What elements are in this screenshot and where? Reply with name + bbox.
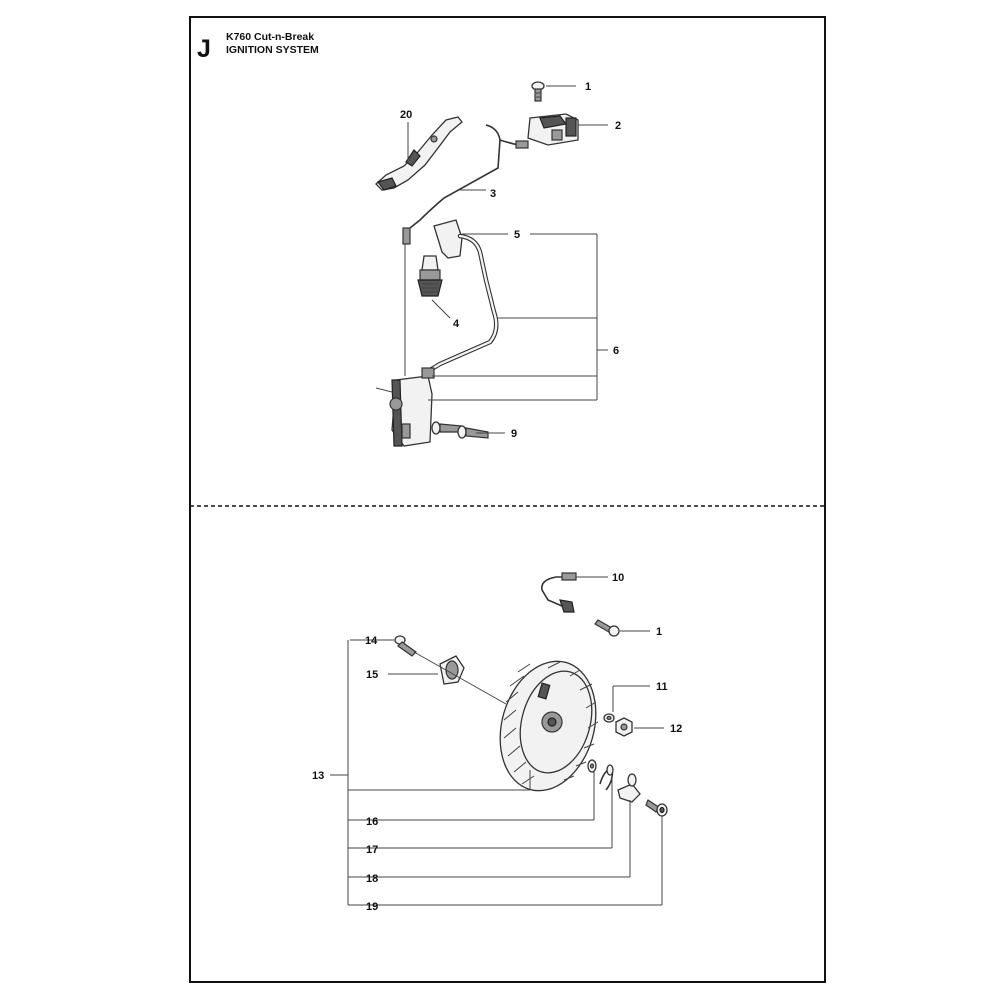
bracket-part-20 bbox=[375, 116, 463, 191]
callout-9: 9 bbox=[511, 428, 517, 440]
page-frame bbox=[189, 16, 826, 983]
spring-part-17 bbox=[599, 764, 614, 791]
washer-part-16 bbox=[587, 759, 597, 773]
callout-6: 6 bbox=[613, 345, 619, 357]
callout-10: 10 bbox=[612, 572, 624, 584]
screw-part-9 bbox=[431, 421, 489, 439]
ignition-module-part-6 bbox=[375, 367, 435, 447]
screw-part-1-top bbox=[531, 81, 545, 102]
callout-17: 17 bbox=[366, 844, 378, 856]
pawl-part-18 bbox=[617, 773, 641, 803]
callout-16: 16 bbox=[366, 816, 378, 828]
callout-1-top: 1 bbox=[585, 81, 591, 93]
leader-4 bbox=[431, 299, 451, 319]
callout-20: 20 bbox=[400, 109, 412, 121]
callout-4: 4 bbox=[453, 318, 460, 330]
shoulder-screw-part-19 bbox=[645, 799, 668, 817]
screw-part-1-lower bbox=[594, 619, 620, 637]
stop-switch-part-2 bbox=[527, 113, 579, 146]
callout-18: 18 bbox=[366, 873, 378, 885]
bushing-part-15 bbox=[439, 655, 465, 685]
section-title: IGNITION SYSTEM bbox=[226, 44, 319, 56]
callout-11: 11 bbox=[656, 681, 668, 693]
short-circuit-wire-part-3 bbox=[402, 124, 529, 245]
nut-part-12 bbox=[615, 717, 633, 737]
callout-14: 14 bbox=[365, 635, 378, 647]
callout-5: 5 bbox=[514, 229, 520, 241]
diagram-header: J K760 Cut-n-Break IGNITION SYSTEM bbox=[197, 31, 319, 63]
callout-1-lower: 1 bbox=[656, 626, 662, 638]
flywheel-part-13 bbox=[499, 660, 599, 792]
callout-3: 3 bbox=[490, 188, 496, 200]
spark-plug-cap-part-5 bbox=[427, 219, 499, 373]
callout-2: 2 bbox=[615, 120, 621, 132]
section-letter: J bbox=[197, 35, 211, 63]
axis-line-15 bbox=[413, 651, 507, 705]
model-name: K760 Cut-n-Break bbox=[226, 31, 314, 43]
callout-13: 13 bbox=[312, 770, 324, 782]
spark-plug-part-4 bbox=[417, 255, 443, 297]
screw-part-14 bbox=[394, 635, 417, 657]
callout-12: 12 bbox=[670, 723, 682, 735]
callout-15: 15 bbox=[366, 669, 378, 681]
short-circuit-cable-part-10 bbox=[540, 572, 577, 613]
washer-part-11 bbox=[603, 713, 615, 723]
callout-19: 19 bbox=[366, 901, 378, 913]
